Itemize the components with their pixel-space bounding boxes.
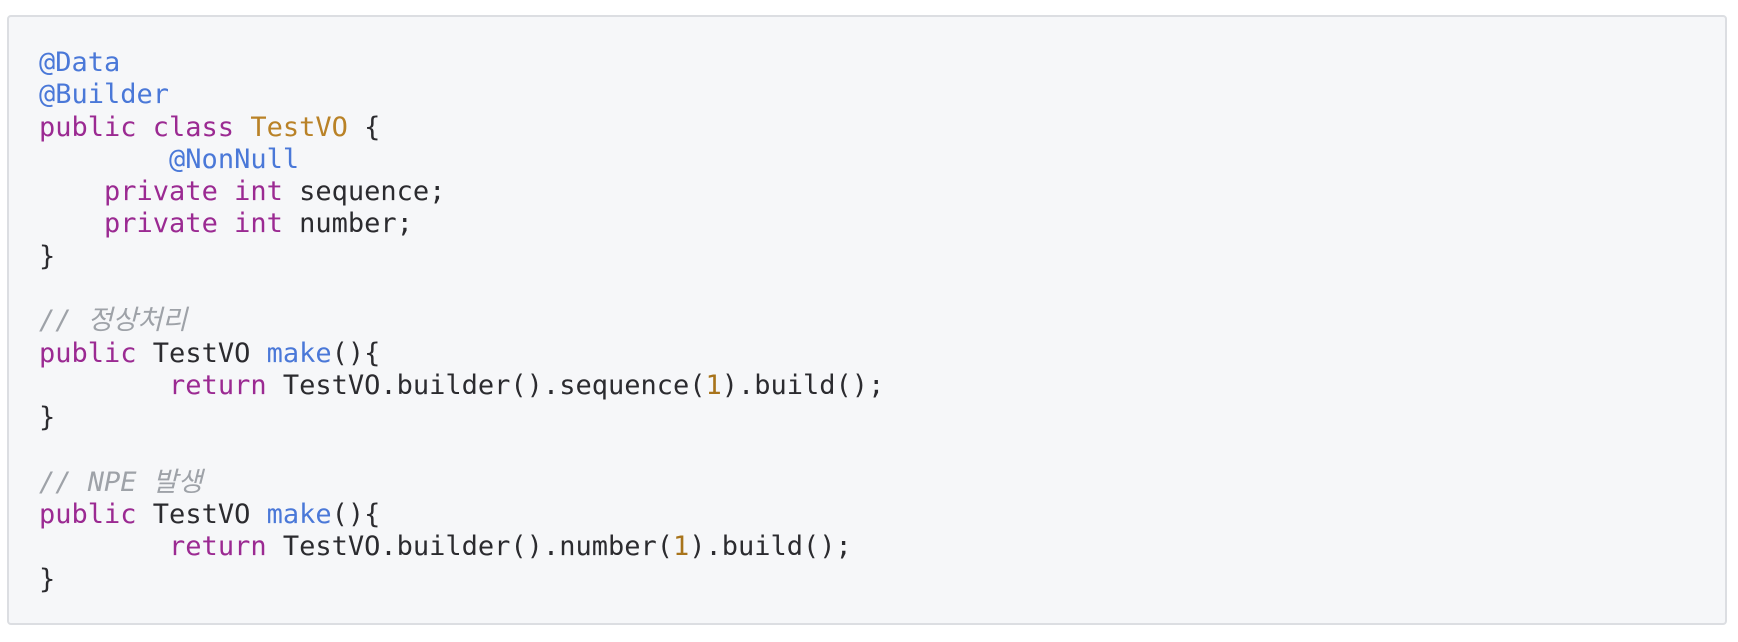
code-line: } [39,564,1725,596]
code-token-comment: // 정상처리 [39,305,188,337]
code-token-plain [39,176,104,207]
code-token-plain [39,370,169,401]
code-token-plain: TestVO.builder().sequence( [266,369,706,401]
code-token-plain [39,144,169,175]
code-line: return TestVO.builder().number(1).build(… [39,531,1725,563]
code-token-annotation: @NonNull [169,143,300,175]
code-token-plain: ).build(); [721,369,885,401]
code-token-plain: TestVO.builder().number( [266,531,673,563]
code-line: } [39,241,1725,273]
code-token-keyword: public [39,499,137,531]
code-token-plain [39,531,169,562]
code-line: private int number; [39,208,1725,240]
code-line: return TestVO.builder().sequence(1).buil… [39,370,1725,402]
code-line: } [39,402,1725,434]
code-token-num: 1 [672,531,690,563]
code-token-fn: make [266,337,332,369]
code-line: @Data [39,47,1725,79]
code-token-plain: TestVO [136,337,267,369]
code-line: @Builder [39,79,1725,111]
code-token-fn: make [266,499,332,531]
code-line: private int sequence; [39,176,1725,208]
code-token-annotation: @Builder [39,79,170,111]
code-token-plain: (){ [331,337,381,369]
code-token-plain: ).build(); [689,531,852,563]
code-line [39,435,1725,467]
code-token-comment: // NPE 발생 [39,466,203,498]
code-token-keyword: private int [104,208,283,240]
code-token-plain: (){ [331,499,381,531]
code-token-plain: { [347,111,381,143]
code-line: // NPE 발생 [39,467,1725,499]
code-line: public TestVO make(){ [39,499,1725,531]
code-token-plain: } [39,240,56,272]
code-token-plain: TestVO [136,499,267,531]
code-line: public TestVO make(){ [39,338,1725,370]
code-token-keyword: return [169,369,267,401]
code-token-num: 1 [705,369,722,401]
code-token-keyword: public class [39,111,251,143]
code-token-plain: } [39,563,56,595]
code-token-plain: } [39,402,56,434]
code-token-annotation: @Data [39,47,121,78]
code-token-type: TestVO [250,111,348,143]
code-line: // 정상처리 [39,305,1725,337]
code-line: @NonNull [39,144,1725,176]
code-line [39,273,1725,305]
code-line: public class TestVO { [39,112,1725,144]
code-token-keyword: public [39,337,137,369]
code-token-plain [39,208,104,239]
code-token-keyword: return [169,531,267,563]
code-token-keyword: private int [104,176,283,208]
code-token-plain: number; [282,208,413,240]
code-token-plain: sequence; [282,176,446,208]
